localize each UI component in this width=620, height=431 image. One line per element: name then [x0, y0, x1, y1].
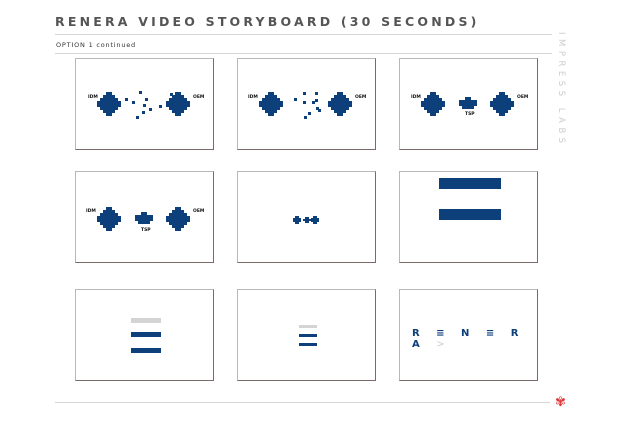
- idm-label: IDM: [411, 95, 421, 100]
- particle: [304, 116, 307, 119]
- page-title: RENERA VIDEO STORYBOARD (30 SECONDS): [55, 14, 480, 29]
- logo-text: R ≡ N ≡ R A: [412, 328, 525, 350]
- particle: [308, 112, 311, 115]
- oem-label: OEM: [193, 209, 205, 214]
- renera-logo: R ≡ N ≡ R A >: [412, 328, 537, 350]
- particle: [143, 104, 146, 107]
- particle: [170, 93, 173, 96]
- particle: [316, 107, 319, 110]
- particle: [159, 105, 162, 108]
- particle: [303, 101, 306, 104]
- tsp-label: TSP: [141, 228, 151, 233]
- particle: [145, 98, 148, 101]
- navy-bar: [131, 348, 161, 353]
- particle: [125, 98, 128, 101]
- storyboard-frame-4: IDM OEM TSP: [75, 171, 214, 263]
- oem-label: OEM: [355, 95, 367, 100]
- particle: [318, 109, 321, 112]
- particle: [303, 92, 306, 95]
- particle: [132, 101, 135, 104]
- footer-divider: [55, 402, 550, 403]
- tsp-label: TSP: [465, 112, 475, 117]
- impress-logo-icon: ✾: [555, 395, 566, 410]
- arrow-icon: >: [436, 339, 452, 350]
- oem-label: OEM: [517, 95, 529, 100]
- storyboard-frame-7: [75, 289, 214, 381]
- navy-bar: [299, 343, 317, 346]
- particle: [136, 116, 139, 119]
- storyboard-frame-1: IDM OEM: [75, 58, 214, 150]
- grey-bar: [131, 318, 161, 323]
- idm-label: IDM: [88, 95, 98, 100]
- particle: [294, 98, 297, 101]
- particle: [139, 91, 142, 94]
- storyboard-frame-6: [399, 171, 538, 263]
- oem-label: OEM: [193, 95, 205, 100]
- navy-bar: [439, 209, 501, 220]
- particle: [315, 99, 318, 102]
- storyboard-frame-5: [237, 171, 376, 263]
- storyboard-frame-2: IDM OEM: [237, 58, 376, 150]
- particle: [149, 108, 152, 111]
- idm-label: IDM: [248, 95, 258, 100]
- navy-bar: [439, 178, 501, 189]
- idm-label: IDM: [86, 209, 96, 214]
- particle: [312, 101, 315, 104]
- navy-bar: [131, 332, 161, 337]
- page-subtitle: OPTION 1 continued: [56, 41, 136, 49]
- navy-bar: [299, 334, 317, 337]
- storyboard-frame-3: IDM OEM TSP: [399, 58, 538, 150]
- storyboard-frame-9: R ≡ N ≡ R A >: [399, 289, 538, 381]
- particle: [142, 111, 145, 114]
- divider: [55, 53, 552, 54]
- brand-vertical: IMPRESS LABS: [556, 32, 566, 148]
- storyboard-frame-8: [237, 289, 376, 381]
- particle: [315, 92, 318, 95]
- grey-bar: [299, 325, 317, 328]
- divider: [55, 34, 552, 35]
